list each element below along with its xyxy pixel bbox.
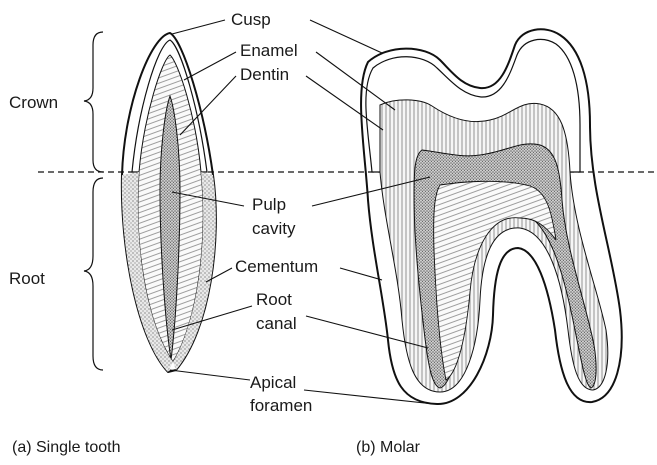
pulp-cavity-label-line1: Pulp <box>252 195 286 214</box>
root-canal-label-line1: Root <box>256 290 292 309</box>
apical-foramen-label-line1: Apical <box>250 373 296 392</box>
cementum-label: Cementum <box>235 257 318 276</box>
dentin-label: Dentin <box>240 65 289 84</box>
pulp-cavity-label-line2: cavity <box>252 219 296 238</box>
caption-single-tooth: (a) Single tooth <box>12 439 121 456</box>
crown-brace <box>84 32 103 172</box>
enamel-label: Enamel <box>240 41 298 60</box>
crown-label: Crown <box>9 93 58 112</box>
root-label: Root <box>9 269 45 288</box>
cusp-label: Cusp <box>231 10 271 29</box>
apical-foramen-label-line2: foramen <box>250 396 312 415</box>
molar-tooth <box>361 29 622 404</box>
caption-molar: (b) Molar <box>356 439 421 456</box>
root-canal-label-line2: canal <box>256 314 297 333</box>
root-brace <box>84 178 103 370</box>
